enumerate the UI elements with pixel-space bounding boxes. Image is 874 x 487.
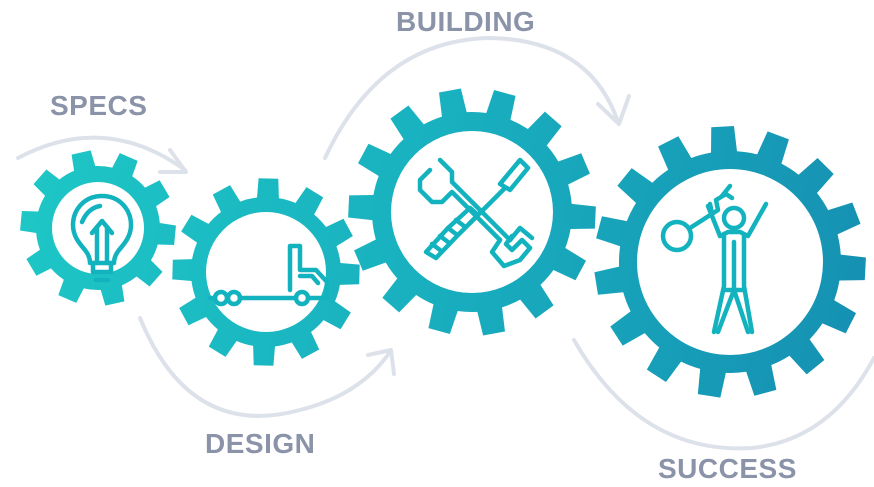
- step-label-success: SUCCESS: [658, 453, 797, 484]
- person-with-key-icon: [660, 183, 769, 335]
- arrow-specs-to-design: [16, 135, 187, 172]
- gear-design: [172, 178, 360, 366]
- arrow-design-to-building: [138, 316, 392, 418]
- wrench-screwdriver-icon: [417, 157, 535, 269]
- truck-icon: [207, 243, 330, 307]
- lightbulb-icon: [70, 193, 134, 283]
- arrow-design-to-building-head: [366, 348, 396, 376]
- flow-arrows: [16, 35, 874, 451]
- arrow-specs-to-design-head: [158, 148, 188, 174]
- step-label-specs: SPECS: [50, 90, 148, 121]
- gear-success: [594, 126, 866, 398]
- step-label-design: DESIGN: [205, 428, 316, 459]
- arrow-building-to-success: [323, 35, 620, 160]
- gear-success-center: [637, 169, 823, 355]
- gears: [20, 88, 866, 398]
- arrow-success-out: [572, 338, 874, 451]
- arrow-building-to-success-head: [596, 94, 631, 126]
- step-label-building: BUILDING: [396, 6, 536, 37]
